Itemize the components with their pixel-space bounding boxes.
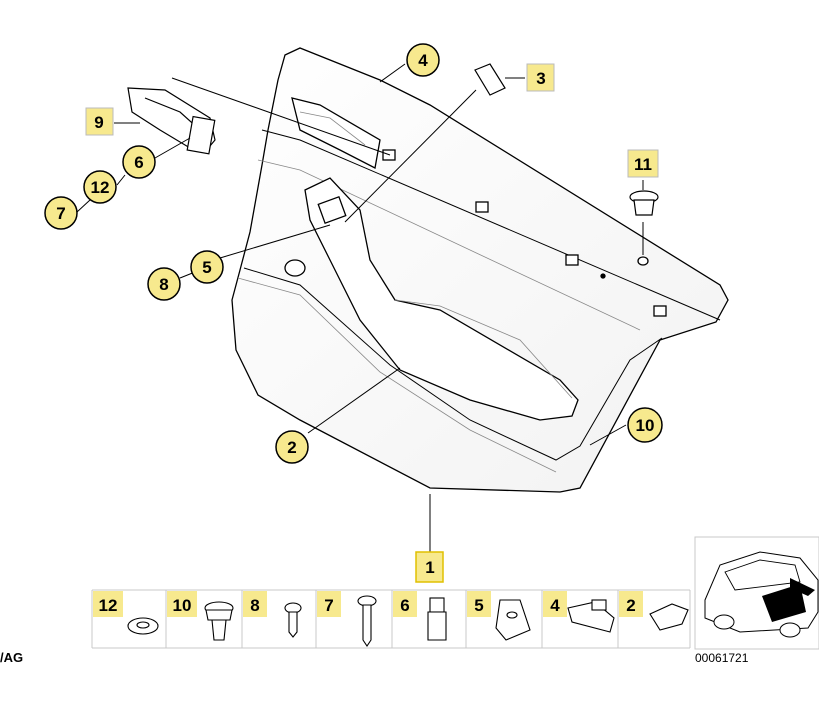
vehicle-location-thumbnail: [694, 536, 819, 650]
callout-10: 10: [627, 407, 663, 443]
legend-label-12: 12: [93, 591, 123, 617]
svg-text:12: 12: [99, 596, 118, 615]
tapping-screw-icon: [357, 595, 377, 647]
spreading-rivet-icon: [427, 597, 447, 641]
svg-text:8: 8: [159, 275, 168, 294]
callout-8: 8: [147, 267, 181, 301]
callout-4: 4: [406, 43, 440, 77]
svg-text:3: 3: [536, 69, 545, 88]
callout-2: 2: [275, 430, 309, 464]
callout-3: 3: [526, 63, 555, 92]
rivet-icon: [204, 601, 234, 641]
legend-label-2: 2: [619, 591, 643, 617]
cover-cap-part: [474, 63, 506, 96]
svg-text:10: 10: [173, 596, 192, 615]
screw-icon: [284, 602, 302, 638]
svg-text:8: 8: [250, 596, 259, 615]
callout-12: 12: [83, 170, 117, 204]
svg-text:10: 10: [636, 416, 655, 435]
callout-7: 7: [44, 196, 78, 230]
door-handle-part: [127, 87, 216, 155]
svg-text:5: 5: [202, 258, 211, 277]
washer-icon: [127, 617, 159, 635]
svg-text:4: 4: [550, 596, 560, 615]
door-trim-panel: [231, 47, 729, 493]
legend-label-6: 6: [393, 591, 417, 617]
svg-text:5: 5: [474, 596, 483, 615]
callout-9: 9: [85, 107, 114, 136]
callout-5: 5: [190, 250, 224, 284]
clip-nut-icon: [495, 599, 531, 641]
svg-text:12: 12: [91, 178, 110, 197]
legend-label-4: 4: [543, 591, 567, 617]
svg-text:4: 4: [418, 51, 428, 70]
svg-text:1: 1: [425, 558, 434, 577]
svg-text:9: 9: [94, 113, 103, 132]
svg-text:2: 2: [626, 596, 635, 615]
callout-6: 6: [122, 145, 156, 179]
svg-text:6: 6: [400, 596, 409, 615]
svg-text:11: 11: [634, 155, 652, 174]
catalog-number: 00061721: [695, 651, 749, 665]
leader-lines: [76, 63, 644, 552]
svg-text:6: 6: [134, 153, 143, 172]
callout-11: 11: [627, 149, 659, 178]
legend-label-10: 10: [167, 591, 197, 617]
callout-1: 1: [415, 551, 444, 583]
clip-part-11: [629, 190, 659, 216]
svg-text:7: 7: [324, 596, 333, 615]
bracket-icon: [567, 599, 615, 633]
legend-label-7: 7: [317, 591, 341, 617]
parts-legend: 12 10 8 7 6 5 4 2: [91, 589, 691, 649]
clip-icon: [649, 603, 689, 631]
svg-text:7: 7: [56, 204, 65, 223]
svg-text:2: 2: [287, 438, 296, 457]
corner-text: /AG: [0, 650, 23, 665]
legend-label-8: 8: [243, 591, 267, 617]
legend-label-5: 5: [467, 591, 491, 617]
